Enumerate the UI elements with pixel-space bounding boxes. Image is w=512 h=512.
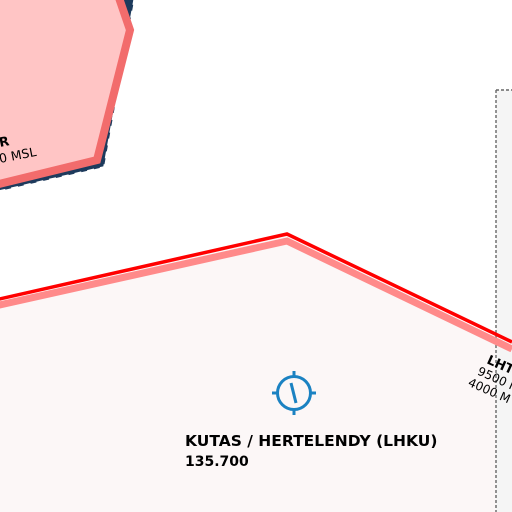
- restricted-area[interactable]: R 0 MSL: [0, 0, 135, 192]
- airfield-icon[interactable]: [272, 371, 316, 415]
- restricted-area-altitude: 0 MSL: [0, 144, 38, 166]
- airspace-boundary[interactable]: [0, 232, 512, 344]
- airspace-boundary-halo: [0, 237, 512, 353]
- airspace-fill: [0, 236, 512, 512]
- dashed-boundary: [495, 89, 512, 512]
- restricted-area-label: R: [0, 134, 11, 151]
- airfield-frequency: 135.700: [185, 454, 249, 470]
- airfield-name: KUTAS / HERTELENDY (LHKU): [185, 432, 437, 450]
- tma-label: LHT 9500 I 4000 M: [466, 353, 512, 406]
